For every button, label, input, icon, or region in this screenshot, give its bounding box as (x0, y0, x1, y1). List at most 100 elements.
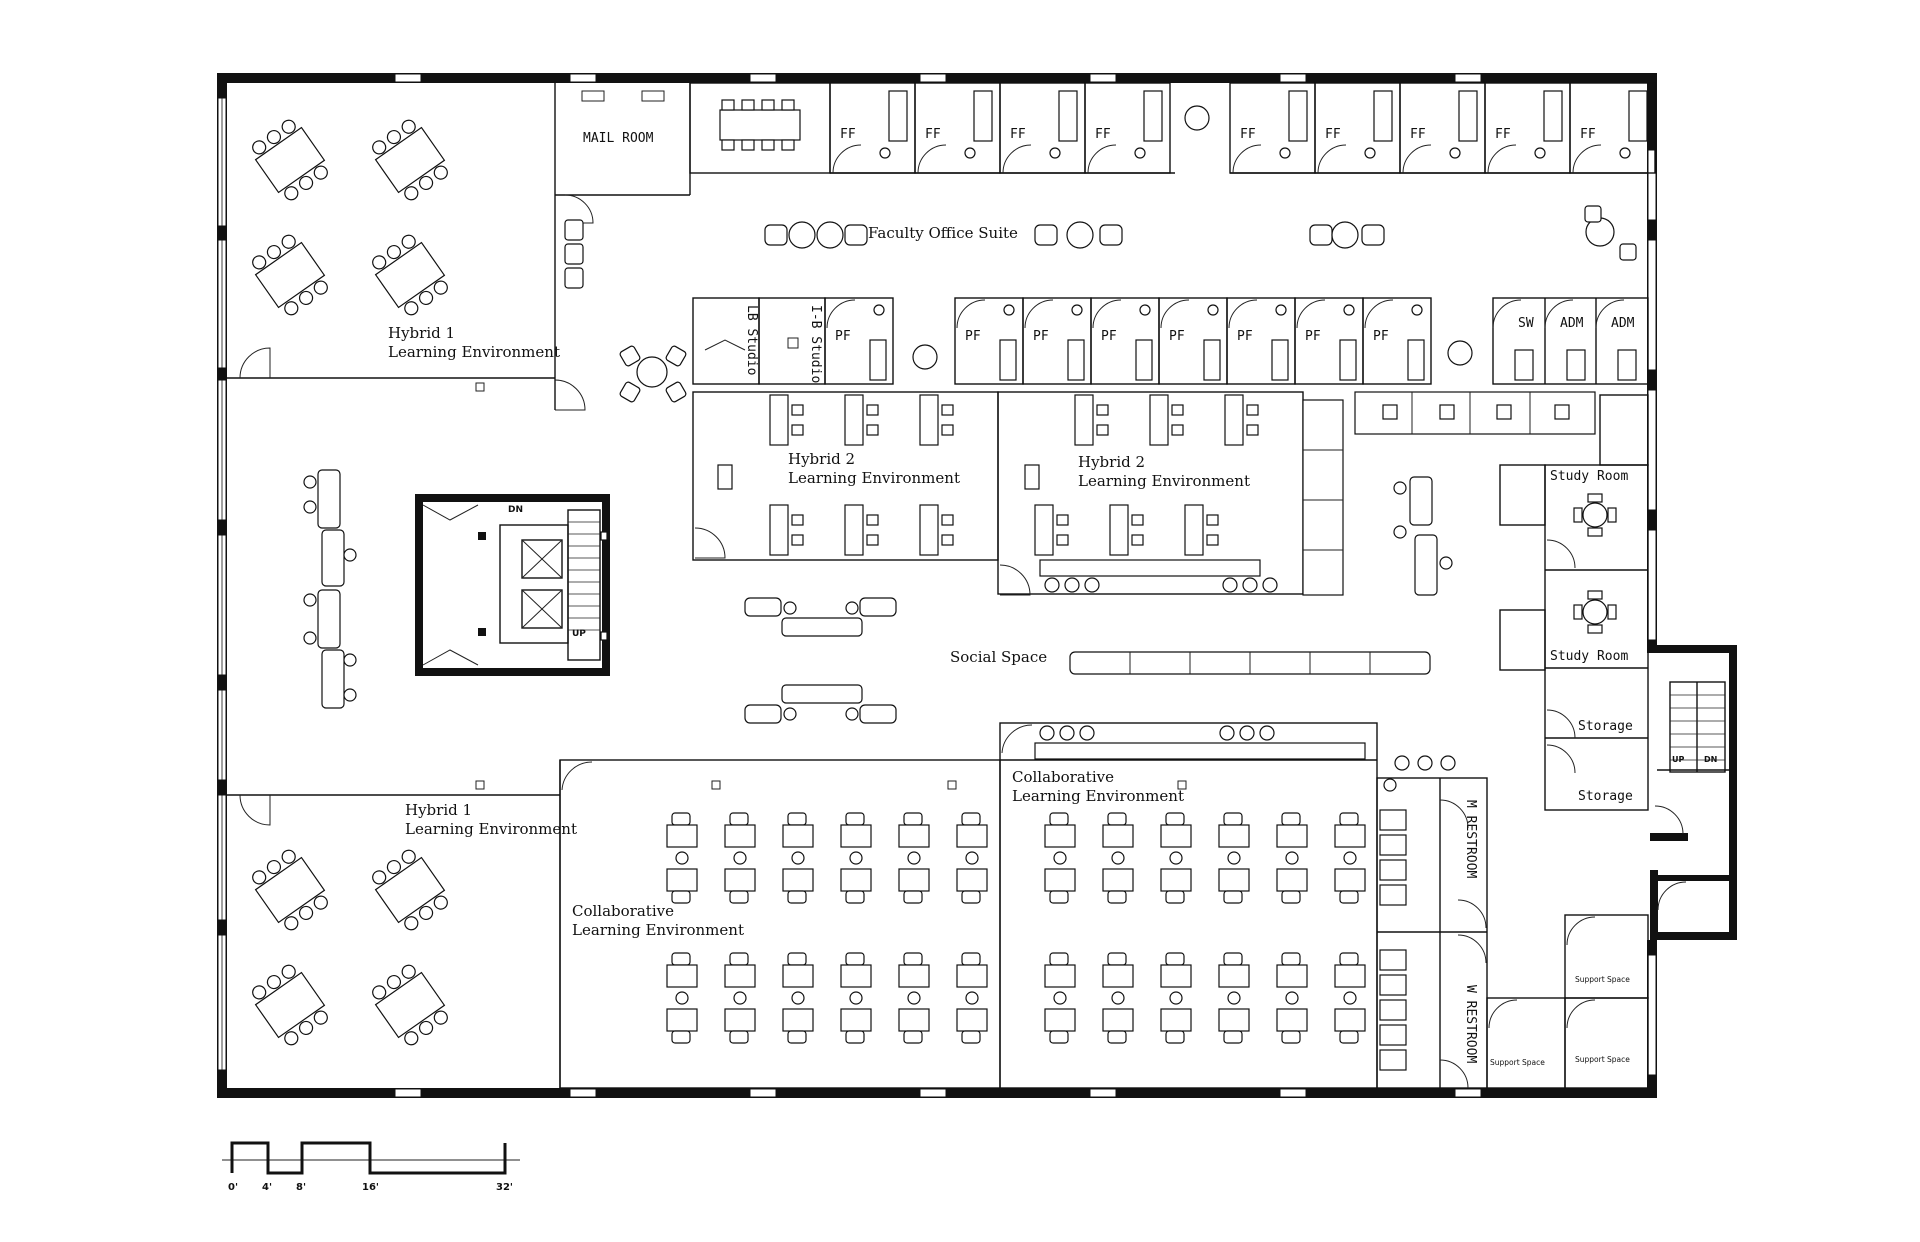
office-chair (1364, 147, 1376, 159)
office-label: FF (1010, 127, 1026, 142)
chair (961, 952, 981, 966)
stool (1169, 991, 1183, 1005)
chair (671, 890, 691, 904)
desk (1334, 964, 1366, 988)
chair (1281, 952, 1301, 966)
chair (1165, 952, 1185, 966)
office-label: FF (840, 127, 856, 142)
chair (404, 1031, 419, 1046)
office-label: PF (1373, 329, 1389, 344)
desk (1184, 504, 1204, 556)
desk (1074, 394, 1094, 446)
door-swing (1228, 299, 1258, 329)
stool (1169, 851, 1183, 865)
desk (956, 1008, 988, 1032)
scale-label-16: 16' (362, 1182, 379, 1193)
chair (845, 890, 865, 904)
chair (433, 280, 448, 295)
collab-right-label-1: Collaborative (1012, 768, 1114, 786)
chair (1223, 952, 1243, 966)
storage-label-1: Storage (1578, 719, 1633, 734)
desk (1160, 1008, 1192, 1032)
desk (1034, 504, 1054, 556)
chair (1223, 812, 1243, 826)
pf-office: PF (1226, 297, 1296, 385)
chair (372, 255, 387, 270)
ff-office: FF (1569, 82, 1656, 174)
desk (919, 504, 939, 556)
office-chair (1343, 304, 1355, 316)
desk (1160, 964, 1192, 988)
table (374, 241, 446, 309)
stool (1053, 991, 1067, 1005)
chair (281, 849, 296, 864)
hybrid2-room-a: Hybrid 2 Learning Environment (692, 391, 999, 561)
elevator-stair-core: DN UP (415, 494, 610, 676)
chair (671, 952, 691, 966)
chair (791, 514, 804, 526)
desk (1276, 868, 1308, 892)
scale-label-4: 4' (262, 1182, 272, 1193)
desk (844, 394, 864, 446)
office-label: FF (1095, 127, 1111, 142)
chair (1107, 1030, 1127, 1044)
chair (1107, 952, 1127, 966)
chair (791, 424, 804, 436)
chair (266, 244, 282, 260)
exit-stair-up-label: UP (1672, 755, 1684, 764)
sw-office-label: SW (1518, 316, 1534, 331)
chair (1206, 534, 1219, 546)
desk (1276, 824, 1308, 848)
chair (404, 916, 419, 931)
desk (840, 868, 872, 892)
chair (313, 280, 328, 295)
table (374, 126, 446, 194)
door-swing (1002, 144, 1032, 174)
chair (1223, 890, 1243, 904)
storage-label-2: Storage (1578, 789, 1633, 804)
office-label: FF (1240, 127, 1256, 142)
chair (1096, 424, 1109, 436)
office-chair (1275, 304, 1287, 316)
chair (404, 186, 419, 201)
scale-bar: 0' 4' 8' 16' 32' (222, 1141, 520, 1193)
chair (671, 1030, 691, 1044)
chair (729, 812, 749, 826)
table-group (252, 119, 328, 201)
office-desk (1288, 90, 1308, 142)
pf-office: PF (1090, 297, 1160, 385)
hybrid2-a-label-2: Learning Environment (788, 469, 960, 487)
office-label: FF (1325, 127, 1341, 142)
chair (281, 964, 296, 979)
office-label: PF (1101, 329, 1117, 344)
chair (1056, 514, 1069, 526)
office-chair (1049, 147, 1061, 159)
desk (919, 394, 939, 446)
hybrid1-top-room: Hybrid 1 Learning Environment (227, 83, 560, 392)
office-chair (873, 304, 885, 316)
desk (898, 964, 930, 988)
door-swing (1317, 144, 1347, 174)
office-wall (1084, 82, 1171, 174)
desk (1109, 504, 1129, 556)
chair (791, 534, 804, 546)
desk (666, 824, 698, 848)
door-swing (1572, 144, 1602, 174)
table (374, 856, 446, 924)
desk (1218, 1008, 1250, 1032)
table (254, 971, 326, 1039)
desk (1276, 1008, 1308, 1032)
chair (1165, 1030, 1185, 1044)
support-space-label-1: Support Space (1575, 975, 1630, 984)
chair (787, 1030, 807, 1044)
study-room-label-2: Study Room (1550, 649, 1628, 664)
office-chair (879, 147, 891, 159)
stool (849, 851, 863, 865)
chair (1056, 534, 1069, 546)
chair (266, 129, 282, 145)
ff-office: FF (999, 82, 1086, 174)
chair (386, 244, 402, 260)
